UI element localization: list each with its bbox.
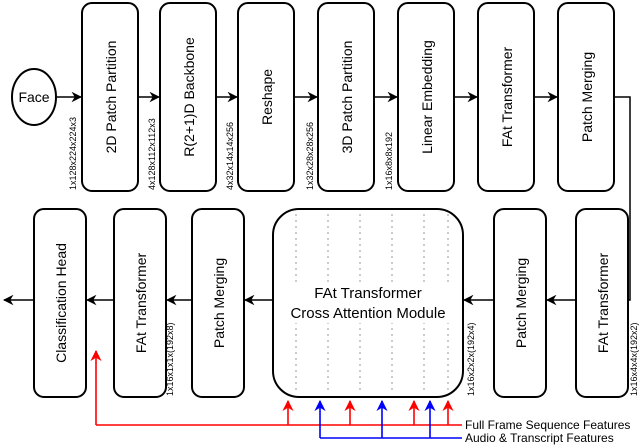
box-label: Patch Merging: [513, 258, 529, 348]
box-patch-partition-2d: 2D Patch Partition: [81, 2, 139, 192]
dim-label: 1x16x8x8x192: [384, 132, 394, 190]
box-patch-merging-1: Patch Merging: [557, 2, 615, 192]
face-input-label: Face: [18, 89, 49, 105]
box-label: Classification Head: [53, 243, 69, 363]
dim-label: 4x32x14x14x256: [225, 122, 235, 190]
box-label: 3D Patch Partition: [339, 41, 355, 154]
box-label: FAt Transformer: [595, 252, 611, 353]
dim-label: 1x16x4x4x(192x2): [629, 322, 639, 396]
box-linear-embedding: Linear Embedding: [397, 2, 455, 192]
box-fat-transformer-1: FAt Transformer: [477, 2, 535, 192]
audio-transcript-feature-lines: [314, 399, 462, 439]
box-fat-transformer-2: FAt Transformer: [575, 208, 629, 398]
dim-label: 1x16x2x2x(192x4): [466, 322, 476, 396]
box-cross-attention-module: FAt Transformer Cross Attention Module: [272, 208, 464, 398]
cross-attention-label-line-2: Cross Attention Module: [290, 305, 445, 322]
box-reshape: Reshape: [237, 2, 295, 192]
box-r21d-backbone: R(2+1)D Backbone: [159, 2, 217, 192]
legend-full-frame-label: Full Frame Sequence Features: [465, 418, 630, 432]
legend-audio-transcript-label: Audio & Transcript Features: [465, 431, 614, 445]
box-label: FAt Transformer: [133, 252, 149, 353]
full-frame-feature-lines: [90, 349, 462, 426]
dim-label: 4x128x112x112x3: [147, 118, 157, 190]
box-patch-partition-3d: 3D Patch Partition: [317, 2, 375, 192]
box-label: Patch Merging: [579, 52, 595, 142]
box-label: Linear Embedding: [419, 40, 435, 154]
box-label: Reshape: [259, 69, 275, 125]
box-label: R(2+1)D Backbone: [181, 37, 197, 157]
dim-label: 1x32x28x28x256: [305, 122, 315, 190]
box-patch-merging-3: Patch Merging: [191, 208, 245, 398]
box-label: 2D Patch Partition: [103, 41, 119, 154]
box-classification-head: Classification Head: [33, 208, 87, 398]
cross-attention-label-line-1: FAt Transformer: [314, 285, 422, 302]
box-label: Patch Merging: [211, 258, 227, 348]
box-patch-merging-2: Patch Merging: [493, 208, 547, 398]
box-fat-transformer-3: FAt Transformer: [113, 208, 167, 398]
dim-label: 1x128x224x224x3: [68, 117, 78, 190]
dim-label: 1x16x1x1x(192x8): [165, 322, 175, 396]
box-label: FAt Transformer: [499, 46, 515, 147]
face-input-node: Face: [11, 68, 57, 126]
